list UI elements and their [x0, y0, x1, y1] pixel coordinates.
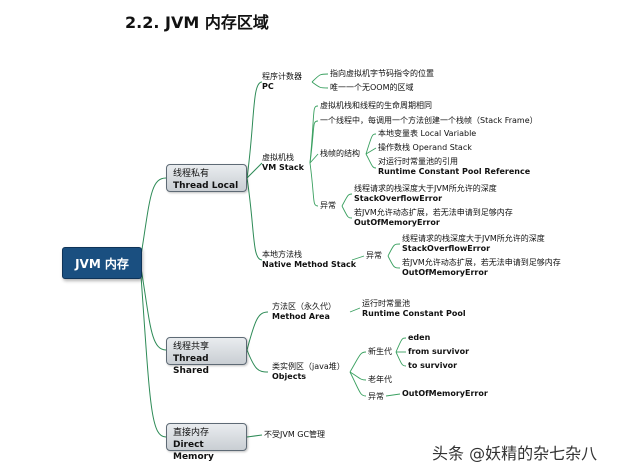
objects-cn: 类实例区（java堆）	[272, 362, 345, 371]
frame-structure: 栈帧的结构	[320, 149, 360, 158]
root-node: JVM 内存	[62, 247, 142, 279]
native-stack-exception: 异常	[366, 251, 382, 260]
thread-local-node: 线程私有 Thread Local	[166, 164, 247, 192]
pc-item-1: 指向虚拟机字节码指令的位置	[330, 69, 434, 78]
pc-cn: 程序计数器	[262, 72, 302, 81]
runtime-pool-cn: 运行时常量池	[362, 299, 410, 308]
pc-item-2: 唯一一个无OOM的区域	[330, 83, 414, 92]
vm-exc-depth: 线程请求的栈深度大于JVM所允许的深度	[354, 184, 497, 193]
to-survivor: to survivor	[408, 361, 458, 370]
watermark: 头条 @妖精的杂七杂八	[432, 444, 598, 463]
native-exc-oom: OutOfMemoryError	[402, 268, 488, 277]
thread-shared-node: 线程共享 Thread Shared	[166, 337, 247, 376]
thread-local-en: Thread Local	[173, 181, 239, 191]
native-stack-cn: 本地方法栈	[262, 250, 302, 259]
native-exc-sof: StackOverflowError	[402, 244, 491, 253]
method-area-cn: 方法区（永久代）	[272, 302, 336, 311]
objects-en: Objects	[272, 372, 307, 381]
vm-stack-lifecycle: 虚拟机栈和线程的生命周期相同	[320, 101, 432, 110]
frame-item-operand-stack: 操作数栈 Operand Stack	[378, 143, 472, 152]
from-survivor: from survivor	[408, 347, 470, 356]
thread-local-cn: 线程私有	[173, 169, 210, 179]
native-exc-depth: 线程请求的栈深度大于JVM所允许的深度	[402, 234, 545, 243]
vm-stack-exception: 异常	[320, 201, 336, 210]
direct-memory-en: Direct Memory	[173, 440, 214, 462]
heap-oom: OutOfMemoryError	[402, 389, 488, 398]
vm-exc-oom: OutOfMemoryError	[354, 218, 440, 227]
native-stack-en: Native Method Stack	[262, 260, 357, 269]
old-generation: 老年代	[368, 375, 392, 384]
method-area-en: Method Area	[272, 312, 330, 321]
vm-stack-cn: 虚拟机栈	[262, 153, 294, 162]
vm-exc-sof: StackOverflowError	[354, 194, 443, 203]
thread-shared-cn: 线程共享	[173, 342, 210, 352]
young-generation: 新生代	[368, 347, 392, 356]
heap-exception: 异常	[368, 392, 384, 401]
pc-en: PC	[262, 82, 274, 91]
thread-shared-en: Thread Shared	[173, 354, 209, 376]
frame-item-constant-ref-en: Runtime Constant Pool Reference	[378, 167, 531, 176]
direct-memory-node: 直接内存 Direct Memory	[166, 423, 247, 462]
direct-memory-gc: 不受JVM GC管理	[264, 430, 326, 439]
runtime-pool-en: Runtime Constant Pool	[362, 309, 466, 318]
page-title: 2.2. JVM 内存区域	[125, 13, 269, 32]
frame-item-local-variable: 本地变量表 Local Variable	[378, 129, 477, 138]
frame-item-constant-ref-cn: 对运行时常量池的引用	[378, 157, 458, 166]
vm-exc-expand: 若JVM允许动态扩展，若无法申请到足够内存	[354, 208, 513, 217]
vm-stack-en: VM Stack	[262, 163, 304, 172]
eden: eden	[408, 333, 431, 342]
direct-memory-cn: 直接内存	[173, 428, 210, 438]
vm-stack-frame: 一个线程中，每调用一个方法创建一个栈帧（Stack Frame）	[320, 116, 538, 125]
native-exc-expand: 若JVM允许动态扩展，若无法申请到足够内存	[402, 258, 561, 267]
